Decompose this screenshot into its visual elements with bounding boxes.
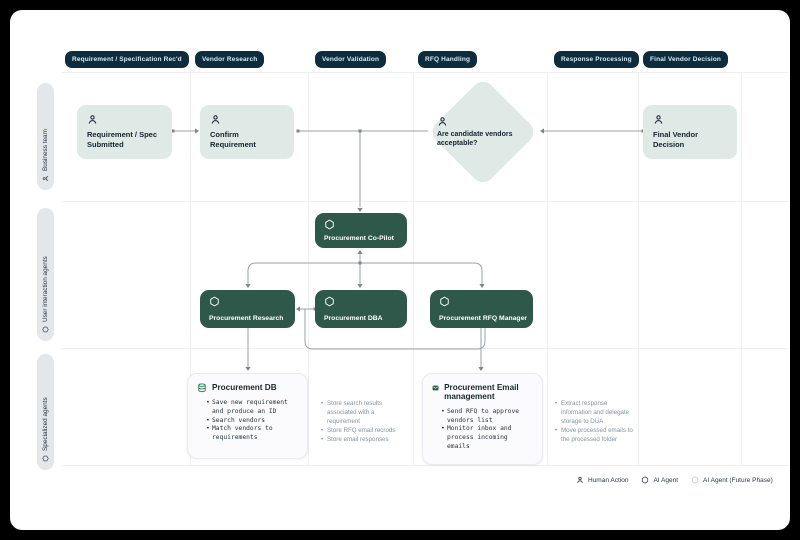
hexagon-light-icon xyxy=(691,476,699,484)
hexagon-icon xyxy=(325,219,334,230)
node-label: Procurement RFQ Manager xyxy=(439,315,528,322)
column-header-final-vendor-decision: Final Vendor Decision xyxy=(643,51,729,68)
legend-item-ai-agent: AI Agent xyxy=(641,476,678,484)
hexagon-icon xyxy=(210,296,219,307)
card-bullet: Monitor inbox and process incoming email… xyxy=(441,425,534,451)
person-icon xyxy=(654,115,663,124)
note-bullet: Store RFQ email recrods xyxy=(321,427,396,436)
card-procurement-db: Procurement DB Save new requirement and … xyxy=(187,373,308,459)
person-icon xyxy=(42,176,49,181)
grid-line xyxy=(190,72,191,465)
node-label: Requirement / Spec Submitted xyxy=(87,130,158,149)
card-title: Procurement DB xyxy=(212,383,277,392)
grid-line xyxy=(62,348,788,349)
grid-line xyxy=(62,72,788,73)
node-label: Are candidate vendors acceptable? xyxy=(437,131,513,148)
card-bullet: Search vendors xyxy=(206,417,299,426)
person-icon xyxy=(438,117,447,126)
legend-label: AI Agent (Future Phase) xyxy=(703,476,773,484)
note-bullet: Extract response information and delegat… xyxy=(555,400,636,427)
note-bullet: Store search results associated with a r… xyxy=(321,400,396,427)
column-header-response-processing: Response Processing xyxy=(554,51,639,68)
node-label: Procurement Co-Pilot xyxy=(324,235,394,242)
mail-icon xyxy=(432,385,439,391)
hexagon-icon xyxy=(42,455,49,462)
grid-line xyxy=(413,72,414,465)
legend-item-ai-agent-future: AI Agent (Future Phase) xyxy=(691,476,773,484)
node-label: Procurement Research xyxy=(209,315,284,322)
node-label: Final Vendor Decision xyxy=(653,130,699,149)
node-confirm-requirement: Confirm Requirement xyxy=(200,105,294,159)
grid-line xyxy=(308,72,309,465)
column-header-vendor-research: Vendor Research xyxy=(195,51,265,68)
legend: Human Action AI Agent AI Agent (Future P… xyxy=(576,476,773,484)
grid-line xyxy=(638,72,639,465)
grid-line xyxy=(62,465,788,466)
person-icon xyxy=(211,115,220,124)
legend-label: Human Action xyxy=(588,476,629,484)
person-icon xyxy=(88,115,97,124)
card-bullet: Send RFQ to approve vendors list xyxy=(441,408,534,426)
lane-label: Business team xyxy=(42,129,49,171)
person-icon xyxy=(577,476,583,484)
node-requirement-spec-submitted: Requirement / Spec Submitted xyxy=(77,105,172,159)
note-bullet: Store email responses xyxy=(321,436,396,445)
lane-label: Specialized agents xyxy=(42,397,49,451)
card-bullet: Save new requirement and produce an ID xyxy=(206,399,299,417)
hexagon-icon xyxy=(325,296,334,307)
node-procurement-research: Procurement Research xyxy=(200,290,295,328)
hexagon-icon xyxy=(642,476,649,484)
diagram-canvas: Requirement / Specification Rec'd Vendor… xyxy=(10,10,790,530)
node-label: Confirm Requirement xyxy=(210,130,256,149)
hexagon-icon xyxy=(440,296,449,307)
lane-business-team: Business team xyxy=(37,83,54,190)
node-label: Procurement DBA xyxy=(324,315,383,322)
column-header-vendor-validation: Vendor Validation xyxy=(315,51,387,68)
lane-label: User interaction agents xyxy=(42,256,49,322)
grid-line xyxy=(547,72,548,465)
card-bullet: Match vendors to requirements xyxy=(206,425,299,443)
card-bullet-list: Save new requirement and produce an ID S… xyxy=(206,399,299,443)
node-final-vendor-decision: Final Vendor Decision xyxy=(643,105,737,159)
grid-line xyxy=(741,72,742,465)
card-title: Procurement Email management xyxy=(444,383,519,402)
card-email-management: Procurement Email management Send RFQ to… xyxy=(422,373,543,465)
node-candidate-vendors-acceptable: Are candidate vendors acceptable? xyxy=(437,116,529,148)
node-procurement-copilot: Procurement Co-Pilot xyxy=(315,213,407,248)
column-header-requirement-received: Requirement / Specification Rec'd xyxy=(65,51,189,68)
grid-line xyxy=(62,201,788,202)
note-procurement-db: Store search results associated with a r… xyxy=(320,400,396,445)
lane-user-interaction-agents: User interaction agents xyxy=(37,208,54,341)
flow-connectors xyxy=(171,128,645,371)
legend-label: AI Agent xyxy=(653,476,679,484)
node-procurement-dba: Procurement DBA xyxy=(315,290,407,328)
note-email-management: Extract response information and delegat… xyxy=(554,400,636,445)
note-bullet: Move processed emails to the processed f… xyxy=(555,427,636,445)
node-procurement-rfq-manager: Procurement RFQ Manager xyxy=(430,290,533,328)
hexagon-icon xyxy=(42,326,49,333)
database-icon xyxy=(198,383,206,393)
column-header-rfq-handling: RFQ Handling xyxy=(418,51,478,68)
card-bullet-list: Send RFQ to approve vendors list Monitor… xyxy=(441,408,534,452)
lane-specialized-agents: Specialized agents xyxy=(37,354,54,470)
legend-item-human-action: Human Action xyxy=(576,476,628,484)
